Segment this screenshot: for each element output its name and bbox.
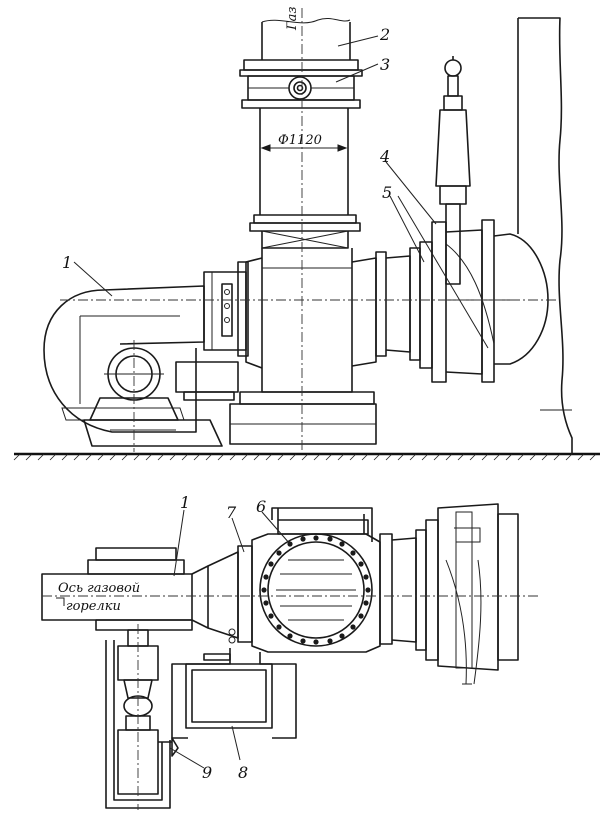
plan-view: Ось газовой горелки 1 7 6 8 9 [41,493,540,810]
elevation-view: Газ Ф1120 1 2 3 4 5 [13,7,600,461]
callout-top-4: 4 [379,147,390,166]
axis-marker-icon [56,597,65,606]
burner-plan [379,503,519,685]
callout-top-1: 1 [62,253,72,272]
cone-transition [207,551,239,639]
fan-plan [41,547,209,631]
flex-coupling-plan [228,545,253,644]
callout-top-2: 2 [379,25,390,44]
fan-outlet-duct [103,261,249,357]
furnace-wall [517,17,573,454]
gas-piping-plan [105,640,297,809]
flange-bolts [261,535,371,645]
callout-bottom-7: 7 [226,503,237,522]
gas-pipe [239,17,363,249]
motor-plan [117,624,179,810]
callout-bottom-6: 6 [256,497,266,516]
pipe-frame-top [271,507,373,542]
floor-line [13,452,600,461]
fan-motor [83,340,239,452]
gas-label: Газ [285,7,300,31]
burner-axis-label-line2: горелки [66,599,121,614]
elevation-leaders [73,35,489,349]
diameter-label: Ф1120 [278,133,322,148]
pilot-igniter [435,56,471,285]
callout-top-3: 3 [380,55,390,74]
plan-leaders [169,509,291,769]
burner-body [431,219,549,383]
callout-top-5: 5 [382,183,392,202]
callout-bottom-9: 9 [202,763,212,782]
mixing-chamber-plan [251,519,381,653]
callout-bottom-8: 8 [238,763,248,782]
callout-bottom-1: 1 [180,493,190,512]
burner-axis-label-line1: Ось газовой [58,581,140,596]
mixing-chamber [229,248,377,445]
